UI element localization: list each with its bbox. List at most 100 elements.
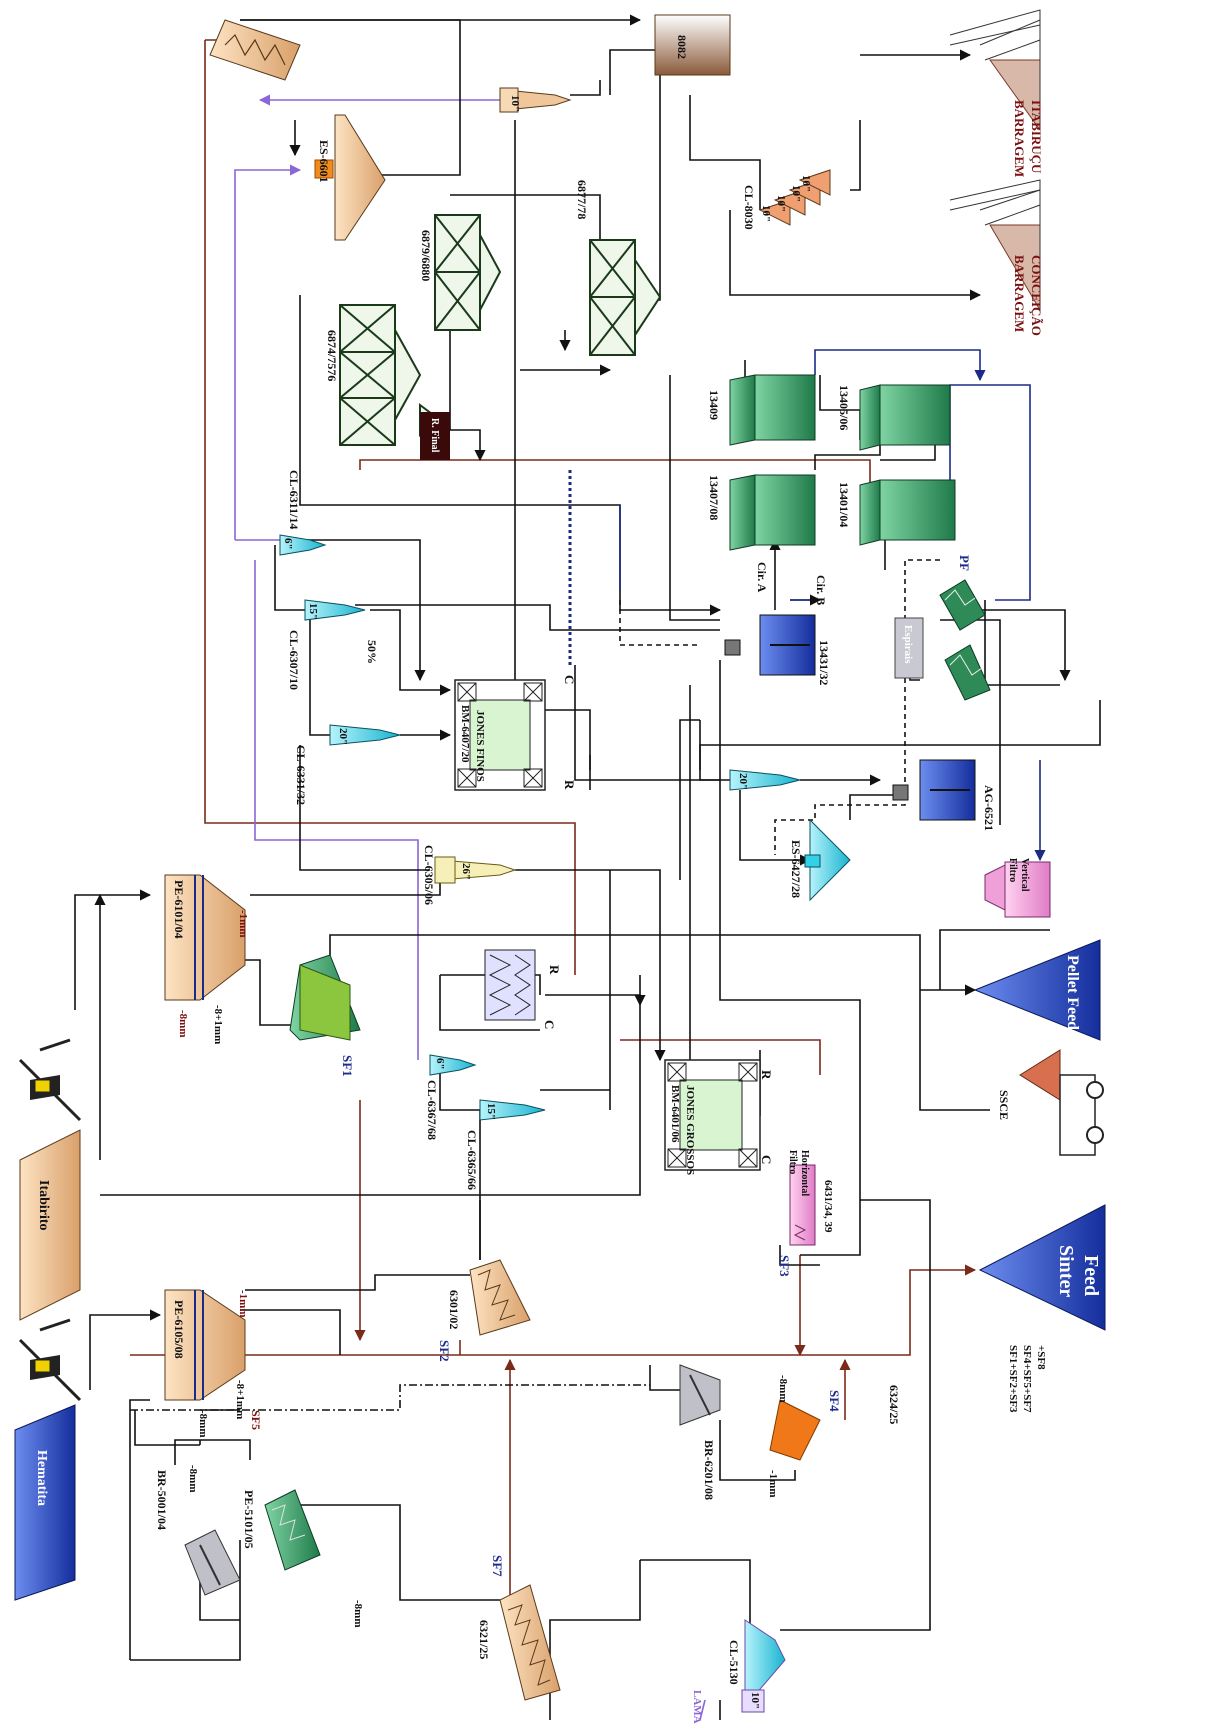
spiral-classifier-top: [210, 20, 300, 80]
cyclone-cl-6331-32: 20" CL-6331/32: [294, 725, 400, 805]
spiral-pf-upper: PF: [940, 555, 985, 630]
svg-text:BARRAGEM: BARRAGEM: [1012, 255, 1027, 332]
svg-text:BM-6407/20: BM-6407/20: [459, 705, 471, 763]
svg-text:-8mm: -8mm: [352, 1600, 364, 1628]
svg-text:-8mm: -8mm: [177, 1010, 189, 1038]
svg-text:6431/34, 39: 6431/34, 39: [822, 1180, 834, 1233]
svg-text:JONES FINOS: JONES FINOS: [474, 710, 486, 782]
flow-line: [450, 330, 480, 460]
svg-text:Sinter: Sinter: [1055, 1245, 1077, 1297]
svg-text:ES-6427/28: ES-6427/28: [789, 840, 803, 898]
svg-text:PE-5101/05: PE-5101/05: [242, 1490, 256, 1549]
svg-text:CONCEIÇÃO: CONCEIÇÃO: [1029, 255, 1044, 336]
svg-text:13405/06: 13405/06: [837, 385, 851, 430]
spiral-pf-lower: [945, 645, 990, 700]
flow-line: [700, 700, 1100, 770]
svg-text:CL-6307/10: CL-6307/10: [287, 630, 301, 690]
flow-line: [230, 960, 300, 1025]
cyclone-cl-6365-66: 15" CL-6365/66: [465, 1100, 545, 1190]
flow-lines: [75, 20, 1100, 1720]
label-6324-25: 6324/25: [887, 1385, 901, 1424]
svg-text:10": 10": [509, 95, 521, 112]
svg-text:CL-6367/68: CL-6367/68: [425, 1080, 439, 1140]
svg-text:10": 10": [749, 1692, 761, 1709]
label-c-finos: C: [562, 675, 577, 684]
svg-text:20": 20": [337, 728, 349, 745]
screen-es-6601: ES-6601: [315, 115, 385, 240]
svg-text:6877/78: 6877/78: [575, 180, 589, 219]
screen-pe-6105-08: PE-6105/08 -1mm -8+1mm SF5 -8mm: [165, 1290, 263, 1438]
flow-line: [310, 610, 330, 735]
flotation-cell-13409: 13409: [707, 375, 815, 445]
svg-text:15": 15": [485, 1103, 497, 1120]
label-cir-b: Cir. B: [814, 575, 828, 605]
spiral-classifier-mid: [485, 950, 535, 1020]
svg-text:-1mm: -1mm: [237, 910, 249, 938]
flow-line: [650, 1365, 680, 1390]
svg-text:R. Final: R. Final: [429, 418, 440, 453]
stockpile-hematita: Hematita: [15, 1405, 75, 1600]
svg-text:BR-5001/04: BR-5001/04: [155, 1470, 169, 1530]
svg-text:PF: PF: [957, 555, 972, 571]
svg-text:ES-6601: ES-6601: [317, 140, 331, 183]
svg-text:-8mm: -8mm: [187, 1465, 199, 1493]
flow-line: [640, 60, 660, 300]
svg-text:-8mm: -8mm: [197, 1410, 209, 1438]
screen-pe-5101-05: PE-5101/05 -8mm: [242, 1490, 364, 1628]
espirais-box: Espirais: [895, 618, 923, 678]
filter-vertical: Filtro Vertical: [985, 858, 1050, 917]
screen-sf4: -8mm SF4 -1mm: [767, 1375, 842, 1498]
flow-line: [780, 1620, 930, 1630]
flow-line: [245, 1275, 470, 1290]
svg-text:Itabirito: Itabirito: [36, 1180, 51, 1231]
flotation-cell-13405-06: 13405/06: [837, 385, 950, 450]
svg-text:SF4+SF5+SF7: SF4+SF5+SF7: [1021, 1345, 1033, 1413]
svg-text:CL-5130: CL-5130: [727, 1640, 741, 1685]
svg-text:SF3: SF3: [777, 1255, 792, 1277]
svg-text:Vertical: Vertical: [1019, 858, 1030, 892]
svg-text:13401/04: 13401/04: [837, 482, 851, 527]
svg-text:AG-6521: AG-6521: [982, 785, 996, 831]
flow-line: [175, 1440, 250, 1465]
flow-line: [250, 870, 440, 895]
svg-text:SF2: SF2: [437, 1340, 452, 1362]
svg-text:-8mm: -8mm: [777, 1375, 789, 1403]
sinter-feed-pile: Sinter Feed: [980, 1205, 1105, 1330]
flow-line: [515, 870, 660, 1060]
tank-ag-6521: AG-6521: [893, 760, 996, 831]
flow-line: [90, 1315, 160, 1390]
cyclone-cluster-cl-8030: 10" 10" 10" 10" CL-8030: [742, 170, 830, 230]
flow-line: [850, 795, 895, 820]
svg-text:Hematita: Hematita: [34, 1450, 49, 1506]
label-r-finos: R: [562, 780, 577, 790]
svg-text:PE-6101/04: PE-6101/04: [172, 880, 186, 939]
label-c-grossos: C: [759, 1155, 774, 1164]
screen-es-6427-28: ES-6427/28: [789, 820, 850, 900]
flow-line: [610, 40, 660, 95]
svg-text:20": 20": [737, 773, 749, 790]
dam-conceicao: BARRAGEM CONCEIÇÃO: [950, 180, 1044, 336]
svg-text:PE-6105/08: PE-6105/08: [172, 1300, 186, 1359]
cyclone-top: 10": [500, 88, 570, 112]
svg-text:SF1: SF1: [340, 1055, 355, 1077]
cyclone-cl-6311-14: 6" CL-6311/14: [280, 470, 325, 555]
svg-text:6": 6": [434, 1058, 446, 1070]
svg-text:ITABIRUÇU: ITABIRUÇU: [1029, 100, 1044, 174]
flow-line: [730, 210, 980, 295]
crusher-br-5001-04: BR-5001/04 -8mm: [155, 1465, 240, 1595]
flow-line: [570, 80, 600, 95]
svg-text:8082: 8082: [675, 35, 689, 59]
svg-text:6874/7576: 6874/7576: [325, 330, 339, 381]
flow-line: [205, 40, 575, 975]
excavator-icon: [20, 1040, 80, 1120]
label-r-grossos: R: [759, 1070, 774, 1080]
svg-text:SF4: SF4: [827, 1390, 842, 1412]
column-6877-78: 6877/78: [575, 180, 660, 355]
svg-text:10": 10": [800, 175, 812, 192]
cyclone-20-mid: 20": [730, 770, 800, 790]
svg-text:SSCE: SSCE: [997, 1090, 1011, 1120]
flow-line: [130, 1400, 150, 1660]
stockpile-itabirito: Itabirito: [20, 1130, 80, 1320]
svg-text:CL-6331/32: CL-6331/32: [294, 745, 308, 805]
